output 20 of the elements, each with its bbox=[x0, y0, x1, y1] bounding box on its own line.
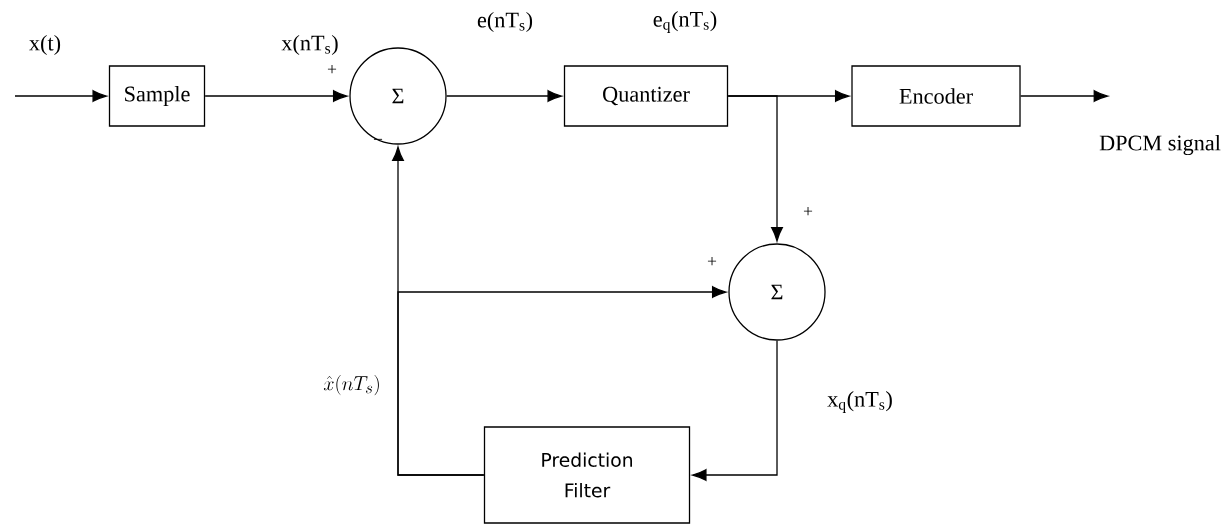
signal-label: DPCM signal bbox=[1097, 133, 1223, 157]
arrow bbox=[727, 95, 783, 242]
process-box: Prediction Filter bbox=[483, 426, 691, 524]
signal-label: x$_{q}$(nT$_{s}$) bbox=[826, 389, 895, 415]
process-box: Encoder bbox=[851, 65, 1021, 127]
process-box: Sample bbox=[108, 65, 206, 127]
process-box: Quantizer bbox=[563, 65, 729, 127]
summing-junction: Σ bbox=[728, 243, 826, 341]
signal-label: $\hat{x}(nT_s)$ bbox=[322, 373, 382, 397]
arrow bbox=[14, 90, 107, 102]
sign-label: + bbox=[803, 207, 813, 216]
arrow bbox=[692, 340, 778, 481]
signal-label: e(nT$_{s}$) bbox=[475, 10, 535, 34]
signal-label: x(nT$_{s}$) bbox=[280, 33, 340, 57]
arrow bbox=[397, 286, 727, 476]
signal-label: e$_{q}$(nT$_{s}$) bbox=[651, 9, 719, 35]
arrow bbox=[446, 90, 562, 102]
arrow bbox=[204, 90, 348, 102]
signal-label: x(t) bbox=[27, 33, 63, 57]
arrow bbox=[1020, 90, 1109, 102]
